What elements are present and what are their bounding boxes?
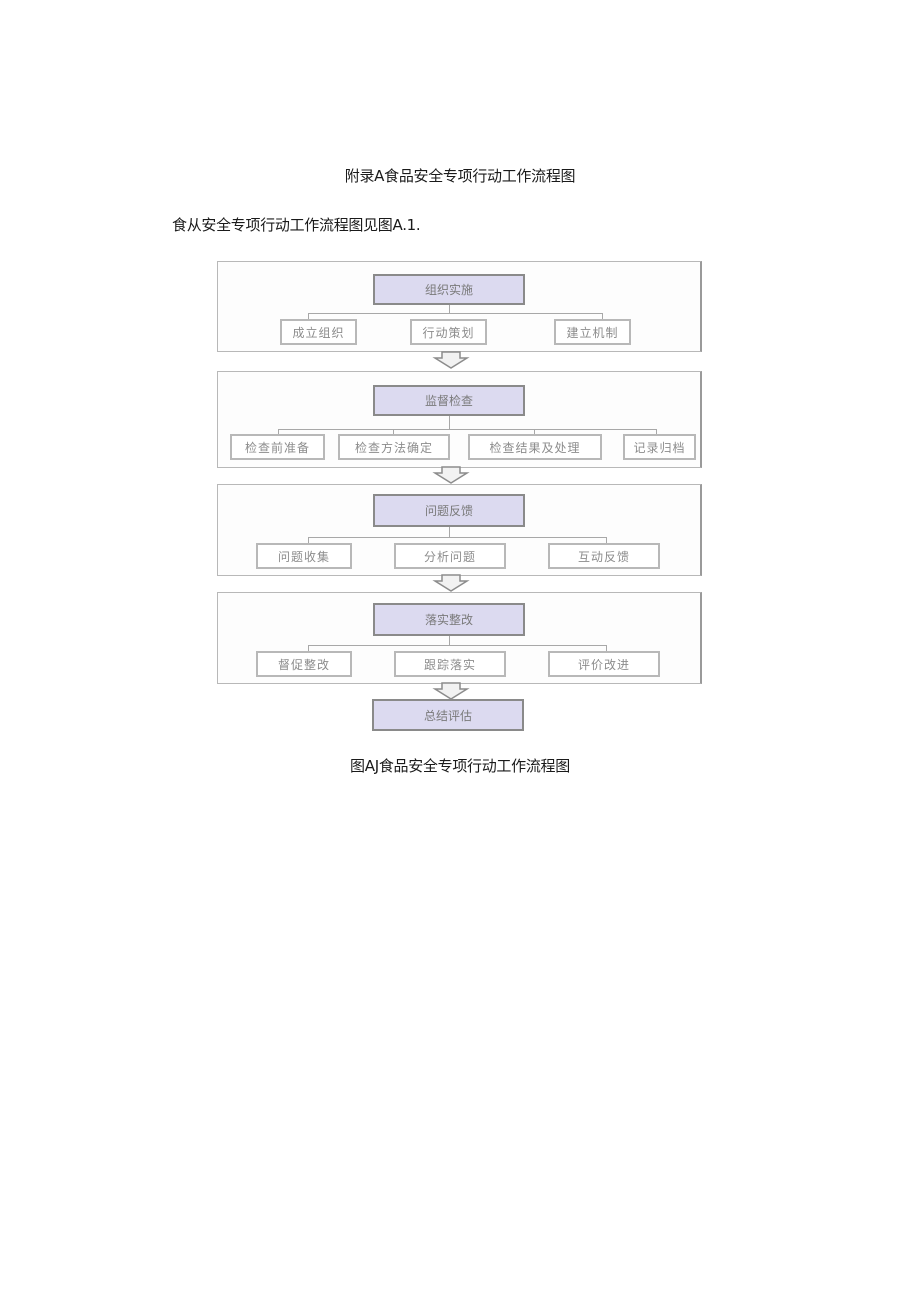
connector bbox=[308, 537, 606, 538]
connector bbox=[449, 636, 450, 645]
connector bbox=[308, 537, 309, 543]
stage-main-box: 问题反馈 bbox=[373, 494, 525, 527]
stage-organize: 组织实施 成立组织 行动策划 建立机制 bbox=[217, 261, 702, 352]
sub-box: 行动策划 bbox=[410, 319, 487, 345]
stage-main-box: 监督检查 bbox=[373, 385, 525, 416]
connector bbox=[308, 313, 602, 314]
appendix-title: 附录A食品安全专项行动工作流程图 bbox=[344, 167, 576, 185]
connector bbox=[278, 429, 656, 430]
connector bbox=[308, 645, 606, 646]
stage-main-box: 落实整改 bbox=[373, 603, 525, 636]
sub-box: 督促整改 bbox=[256, 651, 352, 677]
down-arrow-icon bbox=[432, 682, 470, 700]
connector bbox=[449, 527, 450, 537]
down-arrow-icon bbox=[432, 574, 470, 592]
sub-box: 成立组织 bbox=[280, 319, 357, 345]
stage-inspect: 监督检查 检查前准备 检查方法确定 检查结果及处理 记录归档 bbox=[217, 371, 702, 468]
figure-caption: 图AJ食品安全专项行动工作流程图 bbox=[350, 757, 570, 775]
stage-main-box: 组织实施 bbox=[373, 274, 525, 305]
sub-box: 分析问题 bbox=[394, 543, 506, 569]
connector bbox=[449, 305, 450, 313]
sub-box: 检查结果及处理 bbox=[468, 434, 602, 460]
stage-rectify: 落实整改 督促整改 跟踪落实 评价改进 bbox=[217, 592, 702, 684]
connector bbox=[308, 313, 309, 319]
connector bbox=[449, 416, 450, 429]
connector bbox=[606, 537, 607, 543]
sub-box: 检查方法确定 bbox=[338, 434, 450, 460]
intro-paragraph: 食从安全专项行动工作流程图见图A.1. bbox=[172, 216, 421, 234]
sub-box: 记录归档 bbox=[623, 434, 696, 460]
connector bbox=[308, 645, 309, 651]
connector bbox=[656, 429, 657, 434]
sub-box: 评价改进 bbox=[548, 651, 660, 677]
connector bbox=[393, 429, 394, 434]
connector bbox=[534, 429, 535, 434]
sub-box: 问题收集 bbox=[256, 543, 352, 569]
final-box: 总结评估 bbox=[372, 699, 524, 731]
connector bbox=[278, 429, 279, 434]
connector bbox=[606, 645, 607, 651]
down-arrow-icon bbox=[432, 466, 470, 484]
sub-box: 跟踪落实 bbox=[394, 651, 506, 677]
connector bbox=[602, 313, 603, 319]
down-arrow-icon bbox=[432, 351, 470, 369]
workflow-flowchart: 组织实施 成立组织 行动策划 建立机制 监督检查 检查前准备 检查方法确定 检查… bbox=[217, 261, 702, 735]
sub-box: 检查前准备 bbox=[230, 434, 325, 460]
sub-box: 互动反馈 bbox=[548, 543, 660, 569]
stage-feedback: 问题反馈 问题收集 分析问题 互动反馈 bbox=[217, 484, 702, 576]
sub-box: 建立机制 bbox=[554, 319, 631, 345]
